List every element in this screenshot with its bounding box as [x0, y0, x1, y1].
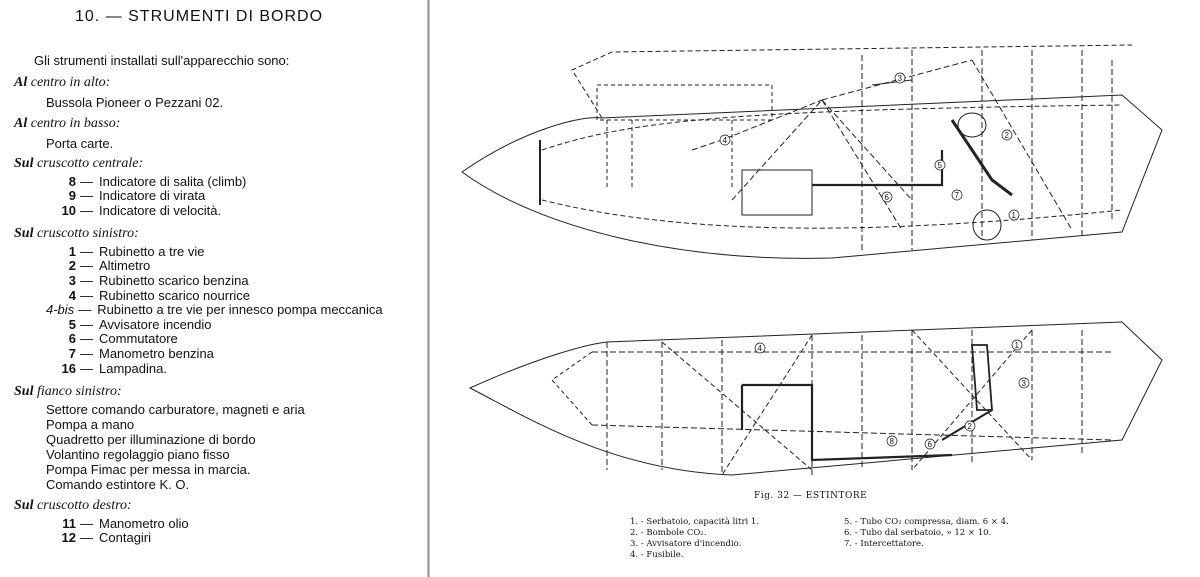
legend-item: 7. - Intercettatore. [844, 539, 924, 549]
legend-item: 2. - Bombole CO₂. [630, 528, 707, 538]
callout-3-top: 3 [894, 72, 906, 84]
list-item: Quadretto per illuminazione di bordo [46, 432, 256, 447]
plan-view-drawing [468, 321, 1163, 476]
section-cruscotto-sinistro: Sul cruscotto sinistro: 1—Rubinetto a tr… [14, 226, 383, 376]
section-heading: cruscotto sinistro: [36, 226, 139, 241]
svg-text:2: 2 [1005, 131, 1010, 140]
list-item: 4-bis—Rubinetto a tre vie per innesco po… [46, 302, 383, 318]
section-centro-alto: Al centro in alto: Bussola Pioneer o Pez… [14, 75, 223, 110]
svg-text:1: 1 [1012, 211, 1017, 220]
figure-caption: Fig. 32 — ESTINTORE [754, 491, 868, 501]
list-item: 9—Indicatore di virata [68, 188, 206, 204]
list-item: 3—Rubinetto scarico benzina [68, 272, 249, 288]
callout-1-top: 1 [1008, 209, 1020, 221]
section-lead: Al [14, 75, 28, 90]
section-centro-basso: Al centro in basso: Porta carte. [14, 116, 120, 151]
right-page: 1 2 3 4 5 6 7 1 2 3 4 6 8 Fig. 32 — ESTI… [432, 0, 1200, 577]
section-cruscotto-centrale: Sul cruscotto centrale: 8—Indicatore di … [14, 156, 246, 218]
page-title: 10. — STRUMENTI DI BORDO [75, 8, 324, 25]
callout-7-top: 7 [951, 189, 963, 201]
svg-text:5: 5 [938, 161, 943, 170]
svg-text:1: 1 [1015, 341, 1020, 350]
section-fianco-sinistro: Sul fianco sinistro: Settore comando car… [14, 384, 305, 492]
list-item: 6—Commutatore [68, 331, 178, 347]
list-item: 11—Manometro olio [62, 515, 189, 531]
svg-text:7: 7 [955, 191, 960, 200]
fuselage-diagram: 1 2 3 4 5 6 7 1 2 3 4 6 8 [461, 44, 1163, 476]
list-item: 7—Manometro benzina [68, 345, 214, 361]
left-page: 10. — STRUMENTI DI BORDO Gli strumenti i… [0, 0, 425, 577]
svg-text:4: 4 [723, 136, 728, 145]
callout-2-bottom: 2 [964, 420, 976, 432]
section-heading: centro in alto: [30, 75, 111, 90]
legend-item: 4. - Fusibile. [630, 550, 684, 560]
svg-text:3: 3 [1022, 379, 1027, 388]
legend-item: 3. - Avvisatore d'incendio. [630, 539, 742, 549]
list-item: Volantino regolaggio piano fisso [46, 447, 230, 462]
callout-3-bottom: 3 [1018, 377, 1030, 389]
callout-6-top: 6 [881, 191, 893, 203]
section-heading: centro in basso: [30, 116, 121, 131]
section-cruscotto-destro: Sul cruscotto destro: 11—Manometro olio … [14, 498, 189, 545]
legend-item: 6. - Tubo dal serbatoio, » 12 × 10. [844, 528, 992, 538]
svg-text:2: 2 [968, 422, 973, 431]
section-lead: Sul [14, 156, 34, 171]
svg-text:3: 3 [898, 74, 903, 83]
svg-text:8: 8 [890, 437, 895, 446]
side-view-drawing [461, 44, 1163, 259]
svg-text:6: 6 [928, 440, 933, 449]
list-item: Pompa a mano [46, 417, 135, 432]
intro-text: Gli strumenti installati sull'apparecchi… [34, 53, 290, 68]
section-lead: Al [14, 116, 28, 131]
list-item: 8—Indicatore di salita (climb) [68, 173, 247, 189]
list-item: 1—Rubinetto a tre vie [68, 243, 205, 259]
list-item: Pompa Fimac per messa in marcia. [46, 462, 251, 477]
callout-2-top: 2 [1001, 129, 1013, 141]
list-item: 16—Lampadina. [61, 360, 167, 376]
list-item: Porta carte. [46, 136, 114, 151]
section-heading: cruscotto destro: [36, 498, 132, 513]
list-item: Comando estintore K. O. [46, 477, 190, 492]
section-heading: fianco sinistro: [36, 384, 122, 399]
section-lead: Sul [14, 226, 34, 241]
callout-4-bottom: 4 [754, 342, 766, 354]
section-heading: cruscotto centrale: [36, 156, 144, 171]
svg-text:6: 6 [885, 193, 890, 202]
diagram-callouts: 1 2 3 4 5 6 7 1 2 3 4 6 8 [719, 72, 1030, 450]
legend-left: 1. - Serbatoio, capacità litri 1. 2. - B… [630, 517, 759, 561]
callout-6-bottom: 6 [924, 438, 936, 450]
svg-text:4: 4 [758, 344, 763, 353]
legend-right: 5. - Tubo CO₂ compressa, diam. 6 × 4. 6.… [844, 517, 1009, 550]
section-lead: Sul [14, 498, 34, 513]
list-item: 12—Contagiri [61, 530, 152, 546]
legend-item: 1. - Serbatoio, capacità litri 1. [630, 517, 760, 527]
list-item: 5—Avvisatore incendio [68, 316, 212, 332]
callout-8-bottom: 8 [886, 435, 898, 447]
list-item: 2—Altimetro [68, 258, 151, 274]
book-spine [427, 0, 430, 577]
section-lead: Sul [14, 384, 34, 399]
callout-4-top: 4 [719, 134, 731, 146]
list-item: 10—Indicatore di velocità. [61, 202, 222, 218]
legend-item: 5. - Tubo CO₂ compressa, diam. 6 × 4. [844, 517, 1009, 527]
list-item: 4—Rubinetto scarico nourrice [68, 287, 251, 303]
list-item: Bussola Pioneer o Pezzani 02. [46, 95, 224, 110]
callout-1-bottom: 1 [1011, 339, 1023, 351]
callout-5-top: 5 [934, 159, 946, 171]
list-item: Settore comando carburatore, magneti e a… [46, 402, 305, 417]
